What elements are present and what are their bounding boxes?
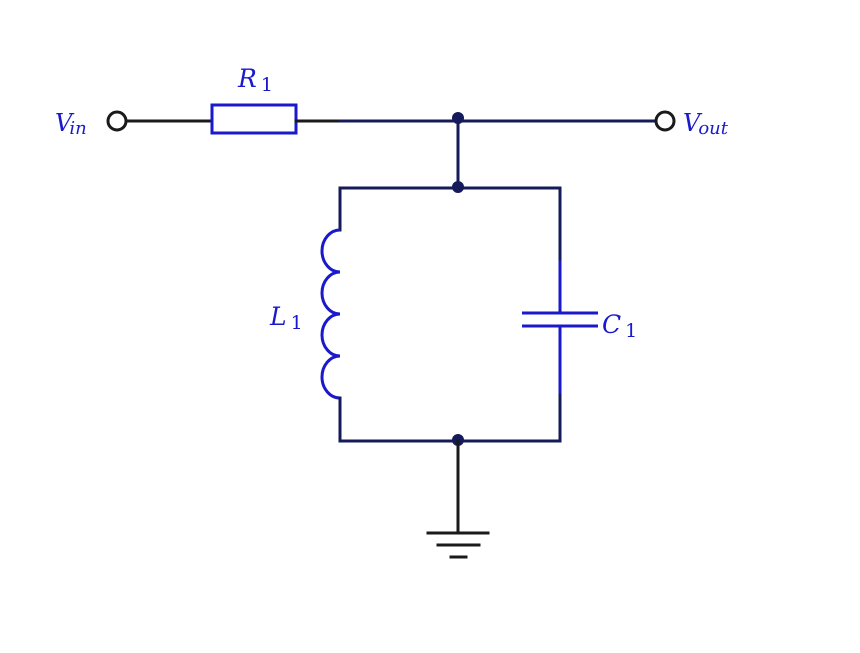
label-vout-main: V	[683, 109, 703, 137]
label-r1-sub: 1	[261, 74, 273, 96]
label-vin: Vin	[55, 109, 87, 139]
label-l1-main: L	[269, 302, 287, 331]
label-vout-sub: out	[698, 118, 728, 139]
vin-terminal	[106, 110, 128, 132]
label-vin-main: V	[55, 109, 75, 137]
label-vin-sub: in	[69, 118, 86, 139]
inductor-l1	[320, 228, 341, 400]
label-vout: Vout	[683, 109, 729, 139]
ground-symbol-icon	[426, 531, 490, 559]
resistor-r1	[210, 103, 298, 135]
vout-terminal	[654, 110, 676, 132]
label-l1-sub: 1	[291, 312, 303, 334]
label-c1-main: C	[602, 310, 621, 339]
label-r1-main: R	[237, 64, 257, 93]
junction-node-top	[452, 112, 464, 124]
label-c1-sub: 1	[625, 320, 637, 342]
